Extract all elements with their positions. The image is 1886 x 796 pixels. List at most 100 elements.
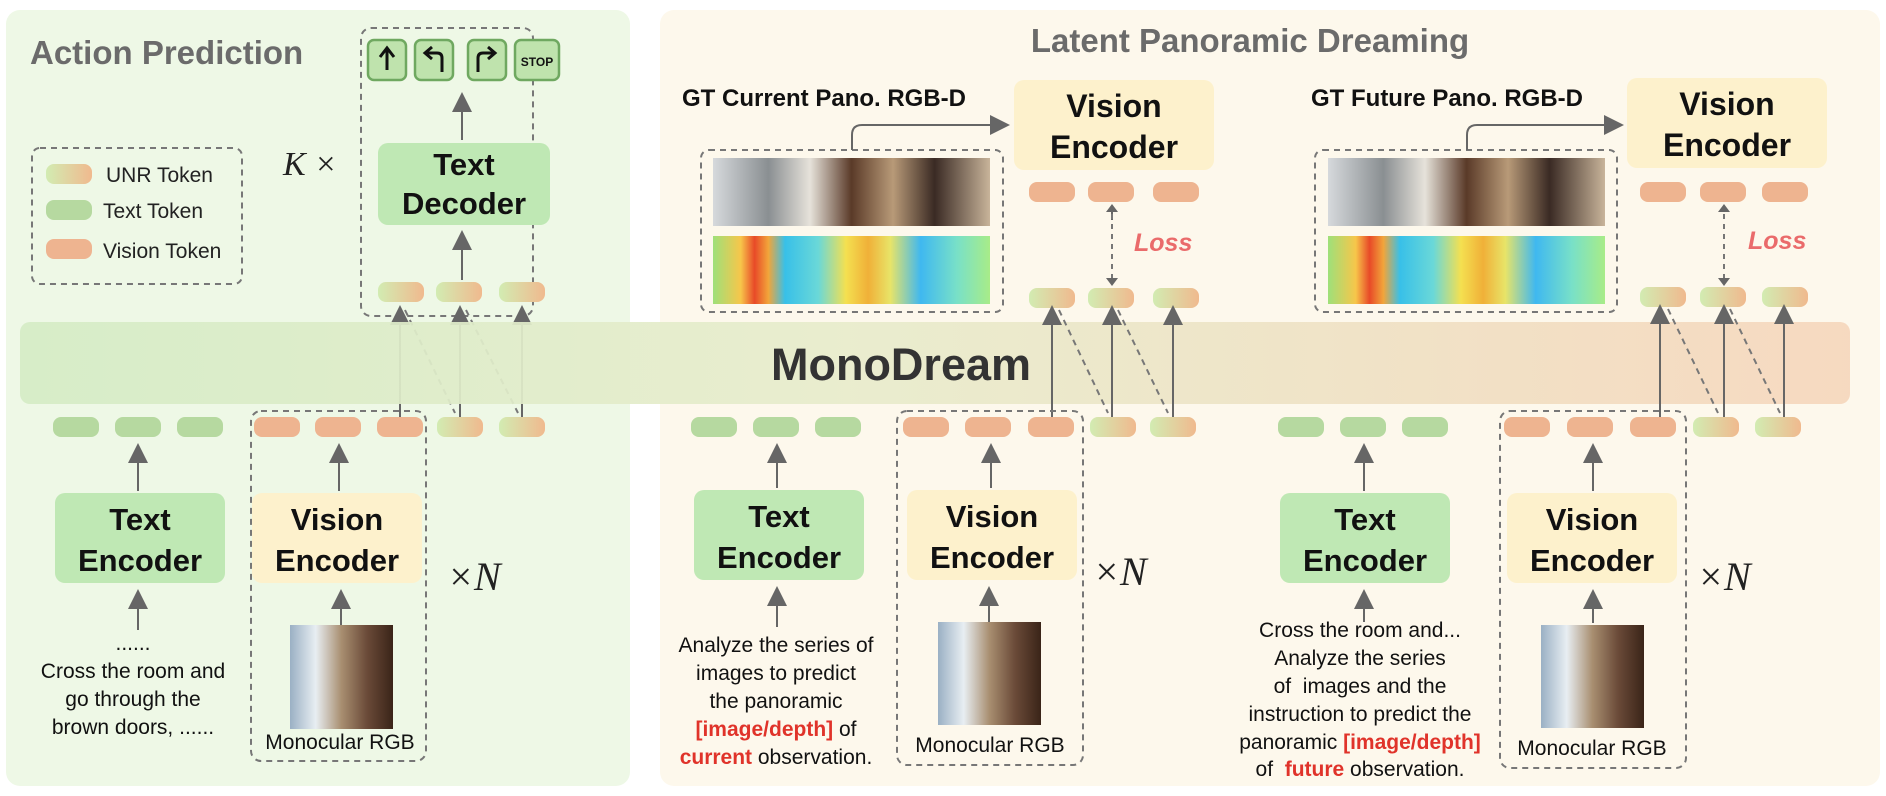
current-vision-encoder-box <box>907 490 1077 580</box>
stop-icon: STOP <box>513 38 561 82</box>
connector-line <box>1729 308 1781 414</box>
prompt-text: Cross the room and... <box>1259 619 1461 642</box>
future-prompt-line: instruction to predict the <box>1249 703 1472 726</box>
vision-encoder-box <box>252 493 422 583</box>
connector-line <box>1117 309 1169 414</box>
unr-token <box>1762 287 1808 307</box>
legend-vision: Vision Token <box>46 239 221 263</box>
vision-encoder-group <box>250 410 427 762</box>
future-monocular-rgb-image <box>1541 625 1644 728</box>
prompt-highlight: [image/depth] <box>695 718 833 741</box>
vision-token <box>1640 182 1686 202</box>
gt-current-label: GT Current Pano. RGB-D <box>682 85 966 112</box>
current-prompt-line: images to predict <box>696 662 856 685</box>
unr-token <box>436 282 482 302</box>
future-text-encoder-line1: Text <box>1334 502 1395 537</box>
action-prediction-title: Action Prediction <box>30 34 303 71</box>
current-prompt-line: the panoramic <box>709 690 842 713</box>
vision-encoder-line2: Encoder <box>275 543 399 578</box>
k-repeat-label: K × <box>282 146 337 183</box>
vision-token <box>1762 182 1808 202</box>
future-n-repeat-label: ×N <box>1697 554 1753 599</box>
vision-token-swatch <box>46 239 92 259</box>
stop-label: STOP <box>521 55 553 69</box>
prompt-text: of images and the <box>1274 675 1447 698</box>
text-token <box>753 417 799 437</box>
legend-label-text: Text Token <box>103 200 203 223</box>
legend-box <box>31 147 243 285</box>
future-vision-encoder-line2: Encoder <box>1530 543 1654 578</box>
unr-token <box>1755 417 1801 437</box>
text-decoder-line1: Text <box>433 147 494 182</box>
unr-token <box>1150 417 1196 437</box>
prompt-text: observation. <box>752 746 872 769</box>
unr-token-swatch <box>46 164 92 184</box>
backbone-label: MonoDream <box>771 339 1031 390</box>
gt-future-label: GT Future Pano. RGB-D <box>1311 85 1583 112</box>
monocular-rgb-image <box>290 625 393 729</box>
unr-token <box>378 282 424 302</box>
prompt-text: of <box>833 718 857 741</box>
current-pano-depth-image <box>713 236 990 304</box>
vision-token <box>1567 417 1613 437</box>
future-vision-encoder-line1: Vision <box>1546 502 1638 537</box>
future-prompt-line: Analyze the series <box>1274 647 1446 670</box>
current-rgb-caption: Monocular RGB <box>915 734 1064 757</box>
current-monocular-rgb-image <box>938 622 1041 725</box>
connector-line <box>1058 309 1109 414</box>
n-repeat-label: ×N <box>447 554 503 599</box>
future-prompt-line: Cross the room and... <box>1259 619 1461 642</box>
vision-token <box>903 417 949 437</box>
prompt-text: Analyze the series <box>1274 647 1446 670</box>
vision-token <box>1088 182 1134 202</box>
future-prompt-line: of images and the <box>1274 675 1447 698</box>
prompt-text: of <box>1256 758 1285 781</box>
legend-label-unr: UNR Token <box>106 164 213 187</box>
text-decoder-line2: Decoder <box>402 186 526 221</box>
future-prompt-line: of future observation. <box>1256 758 1465 781</box>
text-encoder-line2: Encoder <box>78 543 202 578</box>
unr-token <box>1090 417 1136 437</box>
legend-unr: UNR Token <box>46 164 213 187</box>
text-decoder-box <box>378 143 550 225</box>
instruction-line: Cross the room and <box>41 660 225 683</box>
unr-token <box>1088 288 1134 308</box>
turn-right-icon <box>466 38 508 82</box>
prompt-text: panoramic <box>1239 731 1343 754</box>
legend-label-vision: Vision Token <box>103 240 221 263</box>
current-pano-rgb-image <box>713 158 990 226</box>
future-vision-encoder-box <box>1507 493 1677 583</box>
vision-token <box>1504 417 1550 437</box>
text-token <box>691 417 737 437</box>
turn-left-icon <box>413 38 455 82</box>
vision-token <box>1153 182 1199 202</box>
monodream-backbone <box>20 322 1850 404</box>
unr-token <box>499 417 545 437</box>
vision-token <box>377 417 423 437</box>
text-token <box>1340 417 1386 437</box>
instruction-line: brown doors, ...... <box>52 716 214 739</box>
unr-token <box>1640 287 1686 307</box>
vision-token <box>1630 417 1676 437</box>
dreaming-title: Latent Panoramic Dreaming <box>1031 22 1469 59</box>
future-top-ve-line2: Encoder <box>1663 127 1791 163</box>
prompt-highlight: [image/depth] <box>1343 731 1481 754</box>
current-loss-label: Loss <box>1134 229 1192 257</box>
unr-token <box>1153 288 1199 308</box>
unr-token <box>1700 287 1746 307</box>
current-text-encoder-line1: Text <box>748 499 809 534</box>
future-prompt-line: panoramic [image/depth] <box>1239 731 1481 754</box>
future-rgb-caption: Monocular RGB <box>1517 737 1666 760</box>
future-text-encoder-line2: Encoder <box>1303 543 1427 578</box>
future-loss-label: Loss <box>1748 227 1806 255</box>
current-text-encoder-line2: Encoder <box>717 540 841 575</box>
legend-text: Text Token <box>46 200 203 223</box>
vision-encoder-line1: Vision <box>291 502 383 537</box>
arrow-future-pano-to-encoder <box>1466 115 1624 150</box>
future-vision-encoder-group <box>1499 410 1687 769</box>
text-token-swatch <box>46 200 92 220</box>
current-prompt-line: Analyze the series of <box>679 634 874 657</box>
future-top-ve-line1: Vision <box>1679 86 1774 122</box>
text-token <box>815 417 861 437</box>
